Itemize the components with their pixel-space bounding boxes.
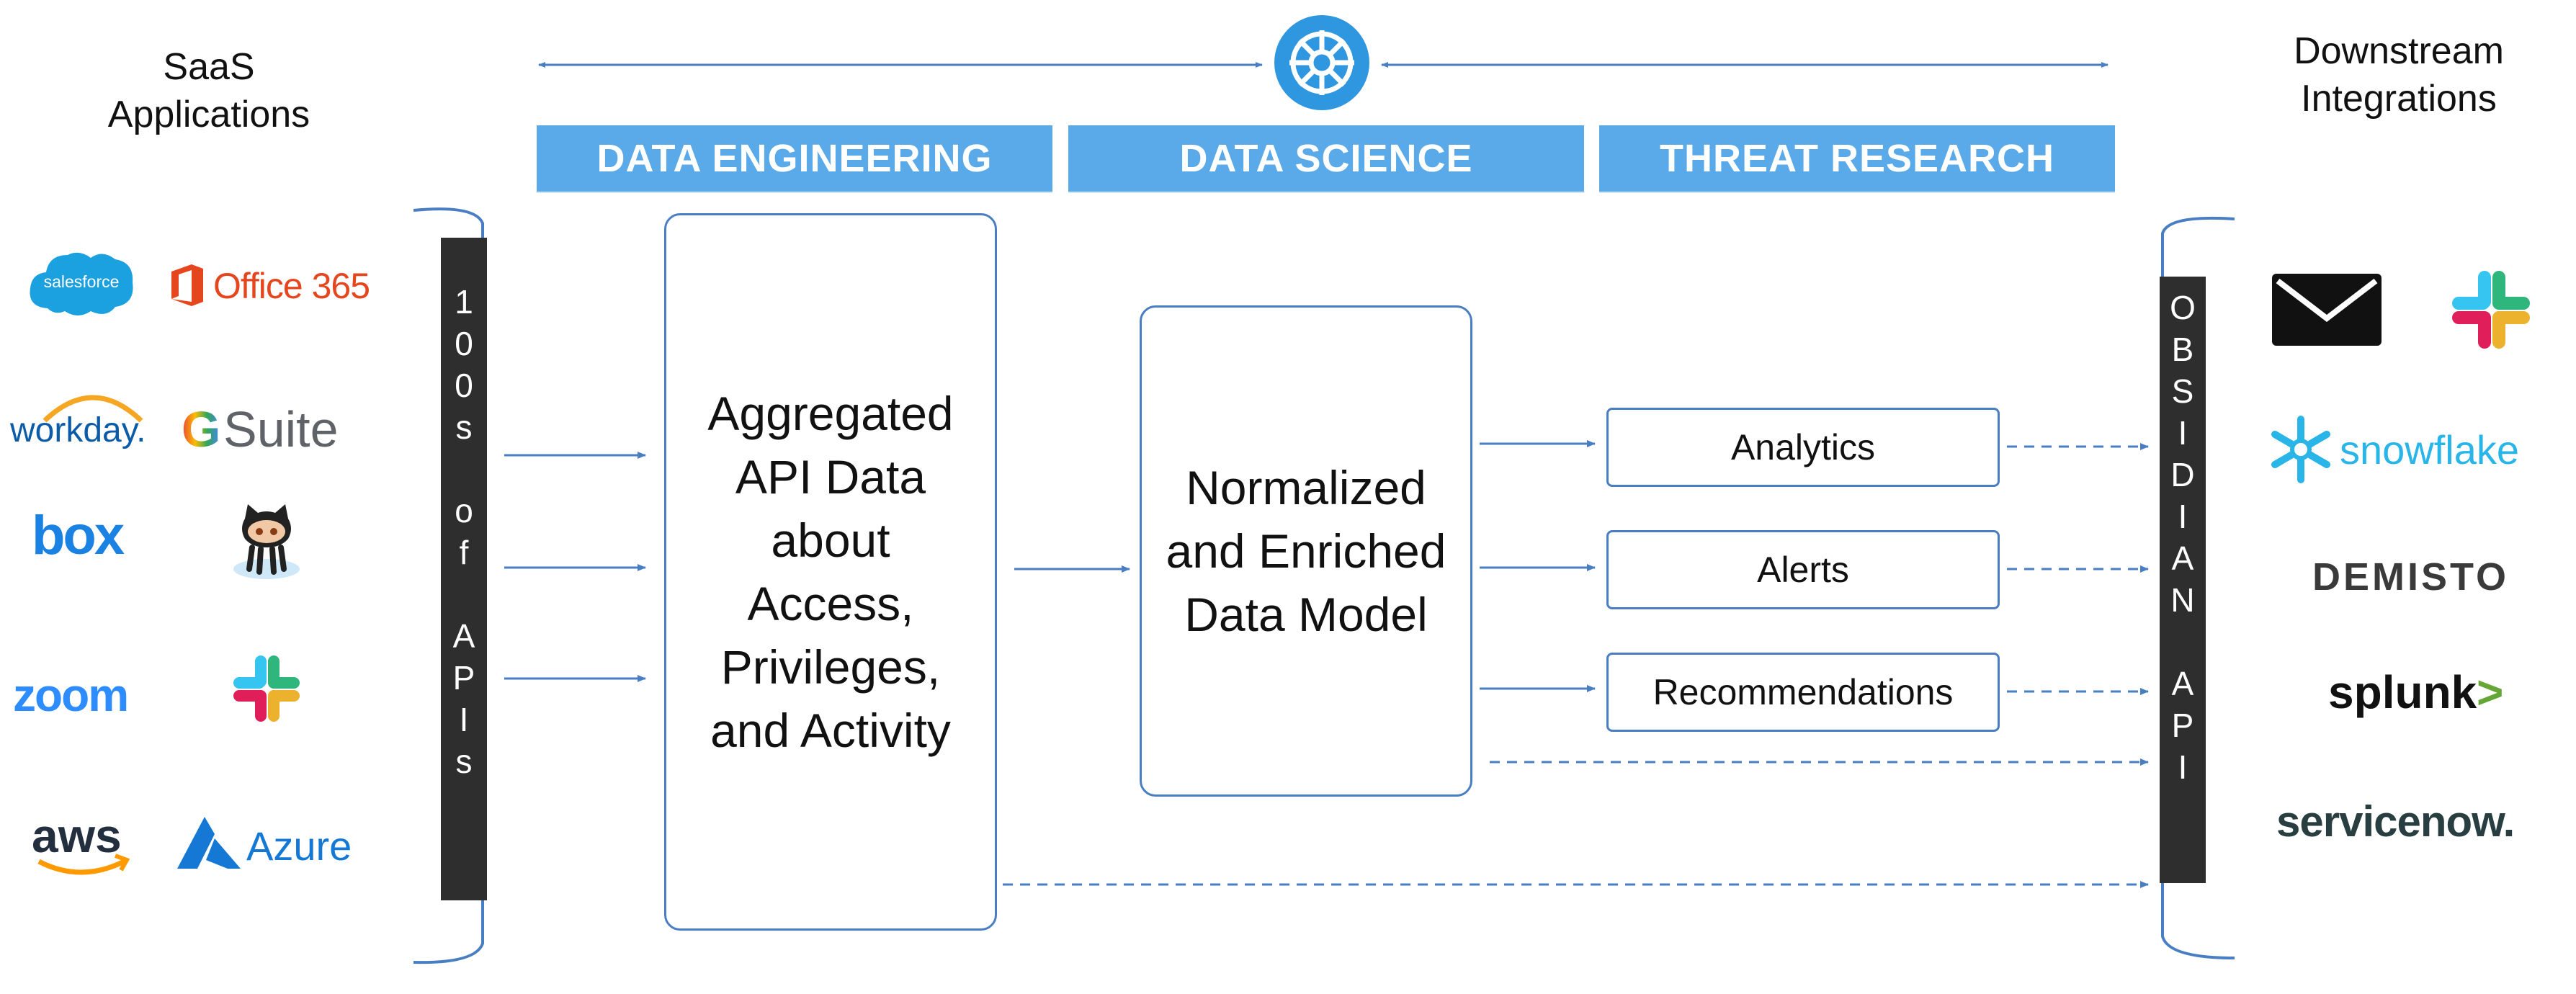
servicenow-logo: servicenow. <box>2276 797 2550 854</box>
obsidian-bar-char: A <box>2171 665 2194 702</box>
apis-bar-char: s <box>455 743 473 780</box>
analytics-box: Analytics <box>1606 408 2000 487</box>
aws-logo-text: aws <box>32 809 122 862</box>
obsidian-bar-char: I <box>2178 414 2188 452</box>
normalized-data-model-text: Normalized and Enriched Data Model <box>1166 461 1446 641</box>
downstream-integrations-heading: Downstream Integrations <box>2294 30 2504 120</box>
obsidian-bar-char: B <box>2171 331 2194 368</box>
obsidian-bar-char: I <box>2178 498 2188 535</box>
apis-bar-char: s <box>455 408 473 446</box>
recommendations-box: Recommendations <box>1606 653 2000 732</box>
github-octocat-logo <box>223 497 310 583</box>
apis-bar-char: 1 <box>455 283 473 321</box>
normalized-data-model-box: Normalized and Enriched Data Model <box>1140 305 1472 797</box>
demisto-logo-text: DEMISTO <box>2312 555 2510 599</box>
obsidian-bar-char: A <box>2171 539 2194 577</box>
office365-logo-text: Office 365 <box>213 266 370 306</box>
servicenow-logo-text: servicenow. <box>2276 797 2515 846</box>
azure-logo: Azure <box>177 812 365 877</box>
apis-bar-char: I <box>459 701 469 738</box>
apis-bar-char: A <box>452 617 475 655</box>
slack-logo-right <box>2449 268 2534 353</box>
demisto-logo: DEMISTO <box>2312 555 2543 605</box>
zoom-logo: zoom <box>13 668 157 726</box>
splunk-chevron-icon: > <box>2477 666 2504 718</box>
data-science-banner: DATA SCIENCE <box>1068 125 1584 192</box>
azure-logo-text: Azure <box>246 823 352 869</box>
box-logo-text: box <box>32 505 125 566</box>
obsidian-bar-char <box>2160 621 2206 663</box>
apis-bar-char: f <box>459 534 469 571</box>
zoom-logo-text: zoom <box>13 669 129 721</box>
data-engineering-banner: DATA ENGINEERING <box>537 125 1052 192</box>
alerts-box: Alerts <box>1606 530 2000 609</box>
salesforce-logo: salesforce <box>27 245 135 320</box>
aggregated-api-data-box: Aggregated API Data about Access, Privil… <box>664 213 997 931</box>
email-logo <box>2272 274 2382 346</box>
apis-bar-char: o <box>455 492 473 529</box>
saas-applications-heading: SaaS Applications <box>107 46 310 135</box>
apis-bar-char: 0 <box>455 367 473 404</box>
apis-vertical-bar: 1 0 0 s o f A P I s <box>441 238 487 900</box>
box-logo: box <box>32 504 147 569</box>
workday-logo-text: workday. <box>10 411 146 449</box>
hub-icon <box>1274 15 1369 110</box>
apis-bar-char <box>441 573 487 615</box>
apis-bar-char: P <box>452 659 475 697</box>
apis-bar-char: 0 <box>455 325 473 362</box>
snowflake-logo: snowflake <box>2266 415 2554 487</box>
obsidian-bar-char: S <box>2171 372 2194 410</box>
obsidian-api-vertical-bar: O B S I D I A N A P I <box>2160 277 2206 883</box>
obsidian-bar-char: I <box>2178 748 2188 786</box>
gsuite-logo-text: Suite <box>223 401 339 457</box>
workday-logo: workday. <box>10 389 154 454</box>
aws-logo: aws <box>32 808 140 887</box>
splunk-logo-text: splunk <box>2328 666 2477 718</box>
office365-logo: Office 365 <box>169 261 370 310</box>
apis-bar-char <box>441 448 487 490</box>
snowflake-logo-text: snowflake <box>2340 427 2520 473</box>
gsuite-g-letter: G <box>182 401 221 457</box>
gsuite-logo: G Suite <box>182 398 354 457</box>
salesforce-logo-text: salesforce <box>43 272 120 291</box>
obsidian-bar-char: P <box>2171 707 2194 744</box>
obsidian-bar-char: N <box>2170 581 2195 619</box>
aggregated-api-data-text: Aggregated API Data about Access, Privil… <box>707 387 954 757</box>
threat-research-banner: THREAT RESEARCH <box>1599 125 2115 192</box>
obsidian-bar-char: O <box>2170 289 2196 326</box>
slack-logo-left <box>231 653 303 725</box>
splunk-logo: splunk > <box>2328 666 2544 730</box>
obsidian-bar-char: D <box>2170 456 2195 493</box>
